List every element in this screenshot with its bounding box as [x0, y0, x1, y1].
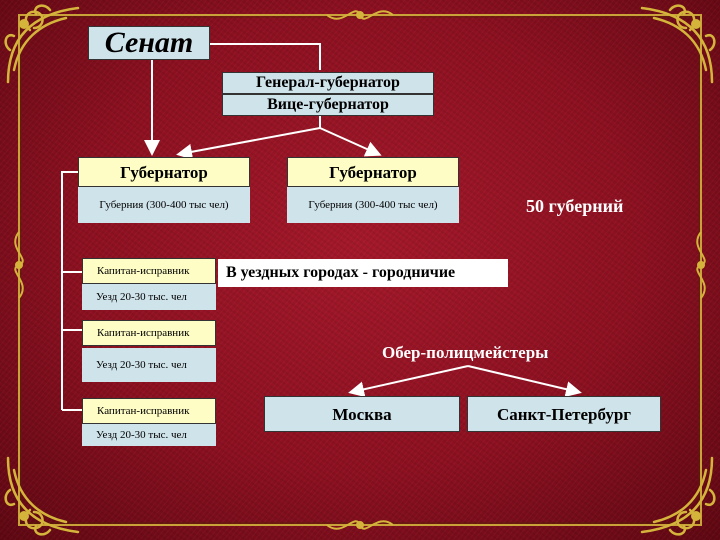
side-ornament-icon: [325, 0, 395, 30]
ober-policmeister-label: Обер-полицмейстеры: [382, 343, 549, 362]
side-ornament-icon: [325, 510, 395, 540]
city-box-spb: Санкт-Петербург: [467, 396, 661, 432]
general-gubernator-box: Генерал-губернатор: [222, 72, 434, 94]
ober-to-moskva-arrow: [348, 365, 469, 398]
side-ornament-icon: [686, 230, 716, 300]
gorodnichie-box: В уездных городах - городничие: [218, 259, 508, 287]
vice-to-governor1-arrow: [176, 127, 321, 160]
side-ornament-icon: [4, 230, 34, 300]
uezd-box: Уезд 20-30 тыс. чел: [82, 424, 216, 446]
gubernia-box: Губерния (300-400 тыс чел): [78, 187, 250, 223]
city-box-moskva: Москва: [264, 396, 460, 432]
kapitan-ispravnik-box: Капитан-исправник: [82, 398, 216, 424]
gubernia-spine-line: [61, 171, 78, 410]
gubernii-count-label: 50 губерний: [526, 196, 624, 216]
senat-box: Сенат: [88, 26, 210, 60]
uezd-box: Уезд 20-30 тыс. чел: [82, 348, 216, 382]
corner-ornament-icon: [630, 0, 720, 90]
vice-gubernator-box: Вице-губернатор: [222, 94, 434, 116]
corner-ornament-icon: [0, 450, 90, 540]
gubernia-box: Губерния (300-400 тыс чел): [287, 187, 459, 223]
governor-box: Губернатор: [78, 157, 250, 187]
corner-ornament-icon: [0, 0, 90, 90]
uezd-box: Уезд 20-30 тыс. чел: [82, 284, 216, 310]
ober-to-spb-arrow: [467, 365, 582, 398]
senat-to-general-line: [210, 43, 321, 70]
governor-box: Губернатор: [287, 157, 459, 187]
vice-to-governor2-arrow: [319, 127, 382, 157]
kapitan-ispravnik-box: Капитан-исправник: [82, 320, 216, 346]
kapitan-ispravnik-box: Капитан-исправник: [82, 258, 216, 284]
corner-ornament-icon: [630, 450, 720, 540]
